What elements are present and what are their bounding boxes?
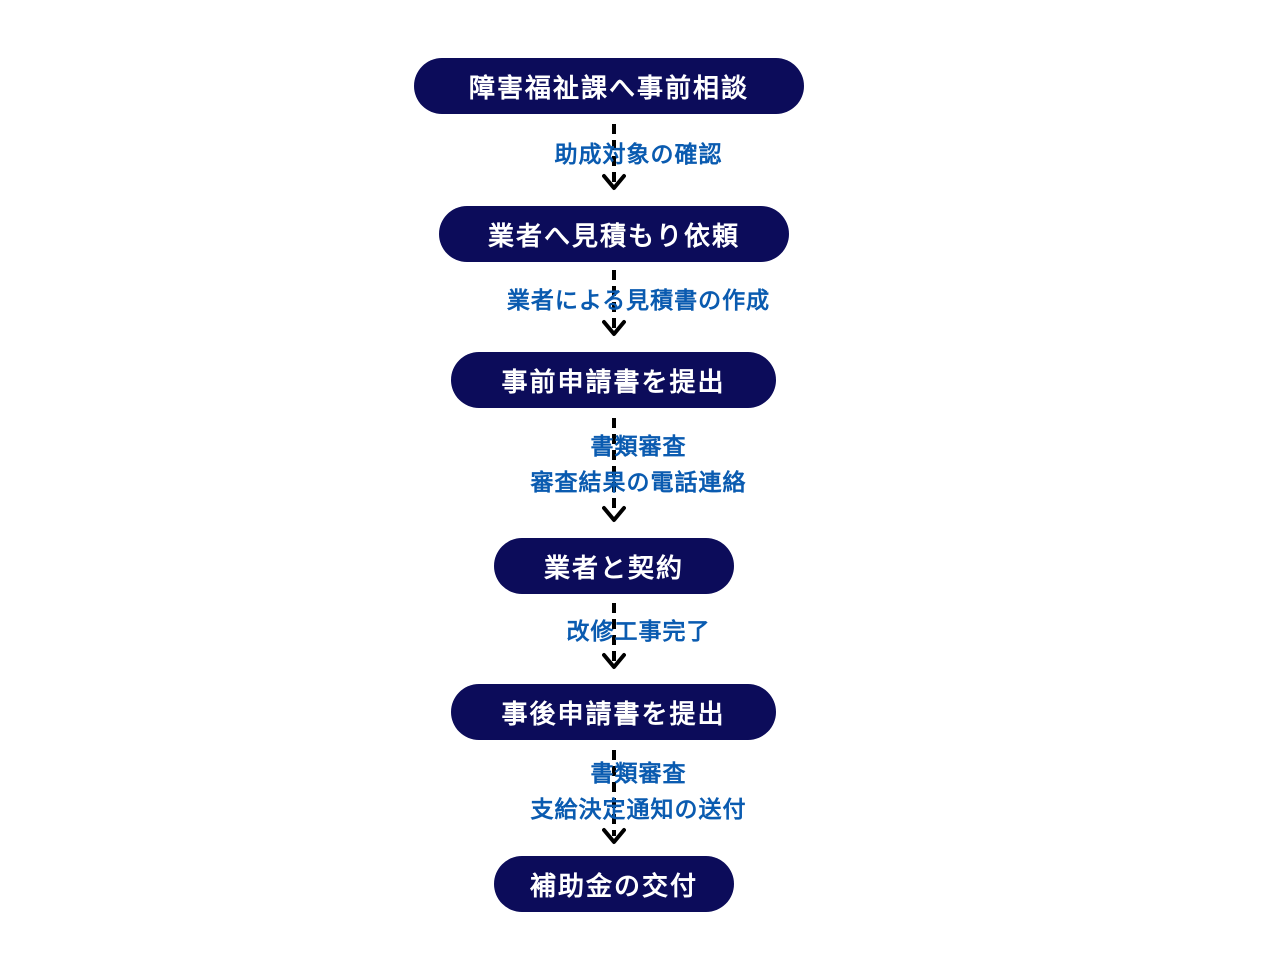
note-line: 改修工事完了 <box>566 619 711 645</box>
note-line: 書類審査 <box>590 434 687 460</box>
step-label: 事後申請書を提出 <box>501 699 726 730</box>
step-label: 事前申請書を提出 <box>501 367 726 398</box>
step-box-4: 業者と契約 <box>494 538 734 594</box>
dashed-line <box>612 124 616 182</box>
transition-note-2: 業者による見積書の作成 <box>0 283 1277 319</box>
step-box-3: 事前申請書を提出 <box>451 352 776 408</box>
step-label: 障害福祉課へ事前相談 <box>468 73 749 104</box>
note-line: 支給決定通知の送付 <box>530 797 747 823</box>
step-box-2: 業者へ見積もり依頼 <box>439 206 789 262</box>
note-line: 助成対象の確認 <box>554 142 723 168</box>
dashed-line <box>612 750 616 836</box>
step-label: 補助金の交付 <box>529 871 698 902</box>
arrow-down-icon <box>602 174 626 190</box>
arrow-down-icon <box>602 320 626 336</box>
arrow-down-icon <box>602 828 626 844</box>
step-label: 業者と契約 <box>543 553 684 584</box>
dashed-line <box>612 603 616 661</box>
step-box-5: 事後申請書を提出 <box>451 684 776 740</box>
dashed-line <box>612 418 616 514</box>
step-label: 業者へ見積もり依頼 <box>487 221 740 252</box>
note-line: 書類審査 <box>590 761 687 787</box>
transition-note-1: 助成対象の確認 <box>0 137 1277 173</box>
transition-note-3: 書類審査 審査結果の電話連絡 <box>0 429 1277 501</box>
step-box-6: 補助金の交付 <box>494 856 734 912</box>
transition-note-5: 書類審査 支給決定通知の送付 <box>0 756 1277 828</box>
note-line: 審査結果の電話連絡 <box>530 470 747 496</box>
step-box-1: 障害福祉課へ事前相談 <box>414 58 804 114</box>
dashed-line <box>612 270 616 328</box>
arrow-down-icon <box>602 653 626 669</box>
arrow-down-icon <box>602 506 626 522</box>
note-line: 業者による見積書の作成 <box>506 288 771 314</box>
transition-note-4: 改修工事完了 <box>0 614 1277 650</box>
